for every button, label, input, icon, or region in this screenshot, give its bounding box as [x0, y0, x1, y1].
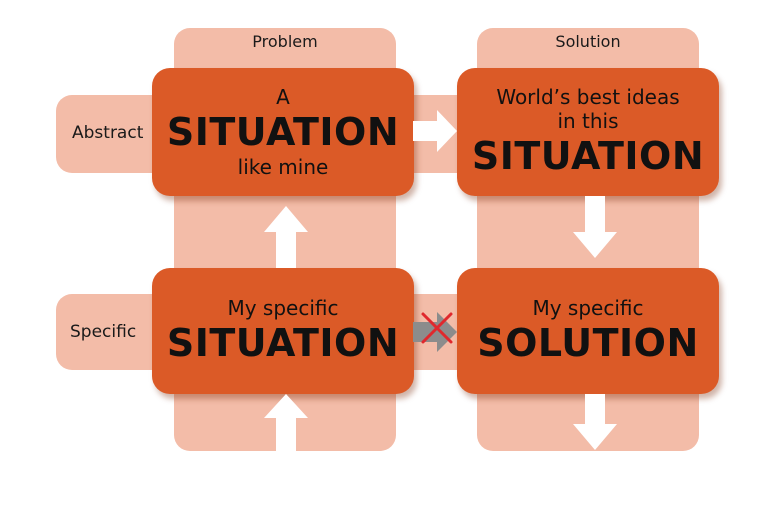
right-arrow-abstract: [413, 110, 457, 152]
best-ideas-line1: World’s best ideas: [496, 85, 680, 109]
red-cross-icon: [421, 312, 453, 344]
down-arrow-to-solution: [573, 196, 617, 258]
abstract-row-label: Abstract: [72, 123, 144, 143]
down-arrow-bottom: [573, 394, 617, 450]
up-arrow-to-abstract: [264, 206, 308, 268]
abstract-situation-box: A SITUATION like mine: [152, 68, 414, 196]
up-arrow-bottom: [264, 394, 308, 452]
specific-situation-box: My specific SITUATION: [152, 268, 414, 394]
best-ideas-box: World’s best ideas in this SITUATION: [457, 68, 719, 196]
abstract-situation-line2: SITUATION: [166, 110, 400, 154]
specific-solution-line1: My specific: [532, 296, 644, 320]
solution-column-header: Solution: [555, 32, 621, 51]
best-ideas-line3: SITUATION: [471, 134, 705, 178]
best-ideas-line2: in this: [557, 109, 619, 133]
abstract-situation-line3: like mine: [237, 155, 329, 179]
specific-solution-box: My specific SOLUTION: [457, 268, 719, 394]
specific-row-label: Specific: [70, 322, 137, 342]
problem-column-header: Problem: [252, 32, 318, 51]
specific-solution-line2: SOLUTION: [477, 321, 699, 365]
specific-situation-line1: My specific: [227, 296, 339, 320]
abstract-situation-line1: A: [276, 85, 290, 109]
specific-situation-line2: SITUATION: [166, 321, 400, 365]
